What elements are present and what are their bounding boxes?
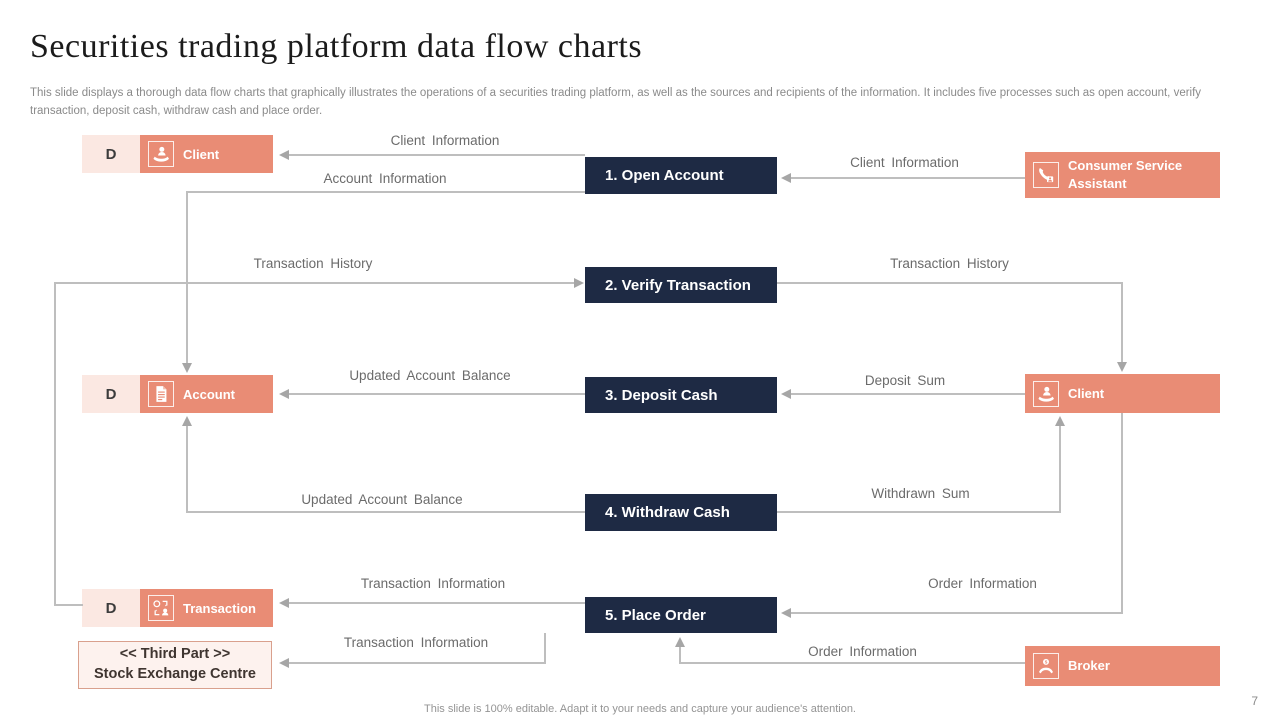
flow-label: Account Information	[323, 171, 447, 186]
datastore-prefix: D	[82, 375, 140, 413]
datastore-transaction: D Transaction	[82, 589, 273, 627]
datastore-client-box: Client	[140, 135, 273, 173]
connector-client-to-deposit	[790, 393, 1025, 395]
arrowhead	[279, 598, 289, 608]
datastore-label: Client	[183, 146, 220, 162]
flow-label: Order Information	[928, 576, 1037, 591]
arrowhead	[1117, 362, 1127, 372]
connector-client-to-place-order	[790, 612, 1123, 614]
actor-client: Client	[1025, 374, 1220, 413]
process-place-order: 5. Place Order	[585, 597, 777, 633]
connector-place-order-to-transaction	[289, 602, 585, 604]
connector-csa-to-open-account	[790, 177, 1025, 179]
connector-transaction-to-verify	[54, 282, 575, 284]
flow-label: Withdrawn Sum	[871, 486, 970, 501]
external-entity-stock-exchange: << Third Part >> Stock Exchange Centre	[78, 641, 272, 689]
arrowhead	[781, 608, 791, 618]
arrowhead	[182, 363, 192, 373]
flow-label: Updated Account Balance	[301, 492, 463, 507]
flow-label: Order Information	[808, 644, 917, 659]
flow-label: Transaction History	[253, 256, 373, 271]
actor-label: Consumer Service Assistant	[1068, 158, 1183, 191]
svg-text:$: $	[1045, 660, 1048, 665]
connector-broker-to-place-order	[679, 646, 681, 663]
connector-open-account-to-account	[186, 191, 585, 193]
external-entity-line1: << Third Part >>	[119, 646, 231, 663]
datastore-account: D Account	[82, 375, 273, 413]
connector-place-order-to-stock-exchange	[544, 633, 546, 664]
actor-label: Client	[1068, 385, 1105, 401]
external-entity-line2: Stock Exchange Centre	[94, 666, 256, 682]
flow-label: Client Information	[850, 155, 959, 170]
flow-label: Transaction Information	[343, 635, 489, 650]
datastore-transaction-box: Transaction	[140, 589, 273, 627]
process-deposit-cash: 3. Deposit Cash	[585, 377, 777, 413]
connector-withdraw-to-client	[1059, 425, 1061, 513]
process-open-account: 1. Open Account	[585, 157, 777, 194]
arrowhead	[781, 389, 791, 399]
datastore-client: D Client	[82, 135, 273, 173]
datastore-label: Account	[183, 386, 235, 402]
page-number: 7	[1251, 694, 1258, 708]
connector-verify-to-client	[777, 282, 1123, 284]
connector-verify-to-client	[1121, 282, 1123, 363]
arrowhead	[675, 637, 685, 647]
connector-transaction-to-verify	[54, 604, 83, 606]
client-icon	[1033, 380, 1059, 407]
client-icon	[148, 141, 174, 167]
connector-withdraw-to-client	[777, 511, 1061, 513]
connector-open-account-to-account	[186, 191, 188, 364]
arrowhead	[574, 278, 584, 288]
footer-note: This slide is 100% editable. Adapt it to…	[424, 703, 856, 715]
connector-deposit-to-account	[289, 393, 585, 395]
process-withdraw-cash: 4. Withdraw Cash	[585, 494, 777, 531]
page-title: Securities trading platform data flow ch…	[30, 28, 643, 65]
datastore-label: Transaction	[183, 600, 256, 616]
actor-label: Broker	[1068, 658, 1110, 674]
connector-client-to-place-order	[1121, 413, 1123, 614]
phone-assistant-icon	[1033, 162, 1059, 188]
transaction-icon	[148, 595, 174, 621]
actor-broker: $ Broker	[1025, 646, 1220, 686]
flow-label: Updated Account Balance	[349, 368, 511, 383]
arrowhead	[182, 416, 192, 426]
arrowhead	[279, 150, 289, 160]
flow-label: Client Information	[390, 133, 500, 148]
arrowhead	[279, 389, 289, 399]
flow-label: Transaction Information	[360, 576, 506, 591]
flow-label: Deposit Sum	[864, 373, 946, 388]
arrowhead	[279, 658, 289, 668]
arrowhead	[1055, 416, 1065, 426]
datastore-account-box: Account	[140, 375, 273, 413]
datastore-prefix: D	[82, 135, 140, 173]
flow-label: Transaction History	[890, 256, 1009, 271]
connector-withdraw-to-account	[186, 511, 585, 513]
connector-withdraw-to-account	[186, 425, 188, 513]
slide-description: This slide displays a thorough data flow…	[30, 87, 1202, 118]
connector-place-order-to-stock-exchange	[289, 662, 546, 664]
actor-consumer-service-assistant: Consumer Service Assistant	[1025, 152, 1220, 198]
connector-broker-to-place-order	[679, 662, 1025, 664]
hands-coin-icon: $	[1033, 653, 1059, 679]
process-verify-transaction: 2. Verify Transaction	[585, 267, 777, 303]
document-icon	[148, 381, 174, 407]
arrowhead	[781, 173, 791, 183]
connector-transaction-to-verify	[54, 282, 56, 606]
connector-open-account-to-client	[289, 154, 585, 156]
datastore-prefix: D	[82, 589, 140, 627]
